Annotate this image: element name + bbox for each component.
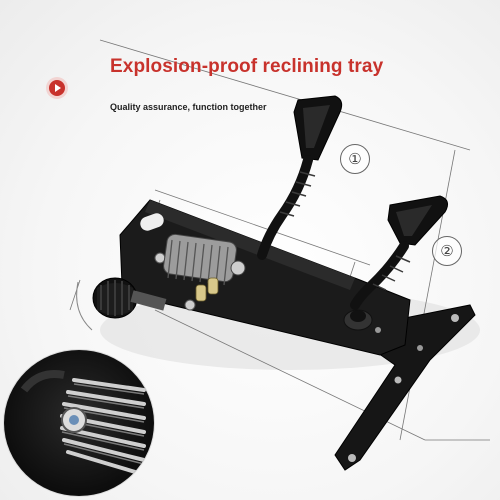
play-arrow-icon — [49, 80, 65, 96]
callout-2: ② — [432, 236, 462, 266]
callout-1: ① — [340, 144, 370, 174]
headline: Explosion-proof reclining tray — [110, 56, 384, 77]
detail-inset — [4, 350, 154, 496]
spring-detail-illustration — [20, 370, 146, 476]
subline: Quality assurance, function together — [110, 102, 267, 112]
